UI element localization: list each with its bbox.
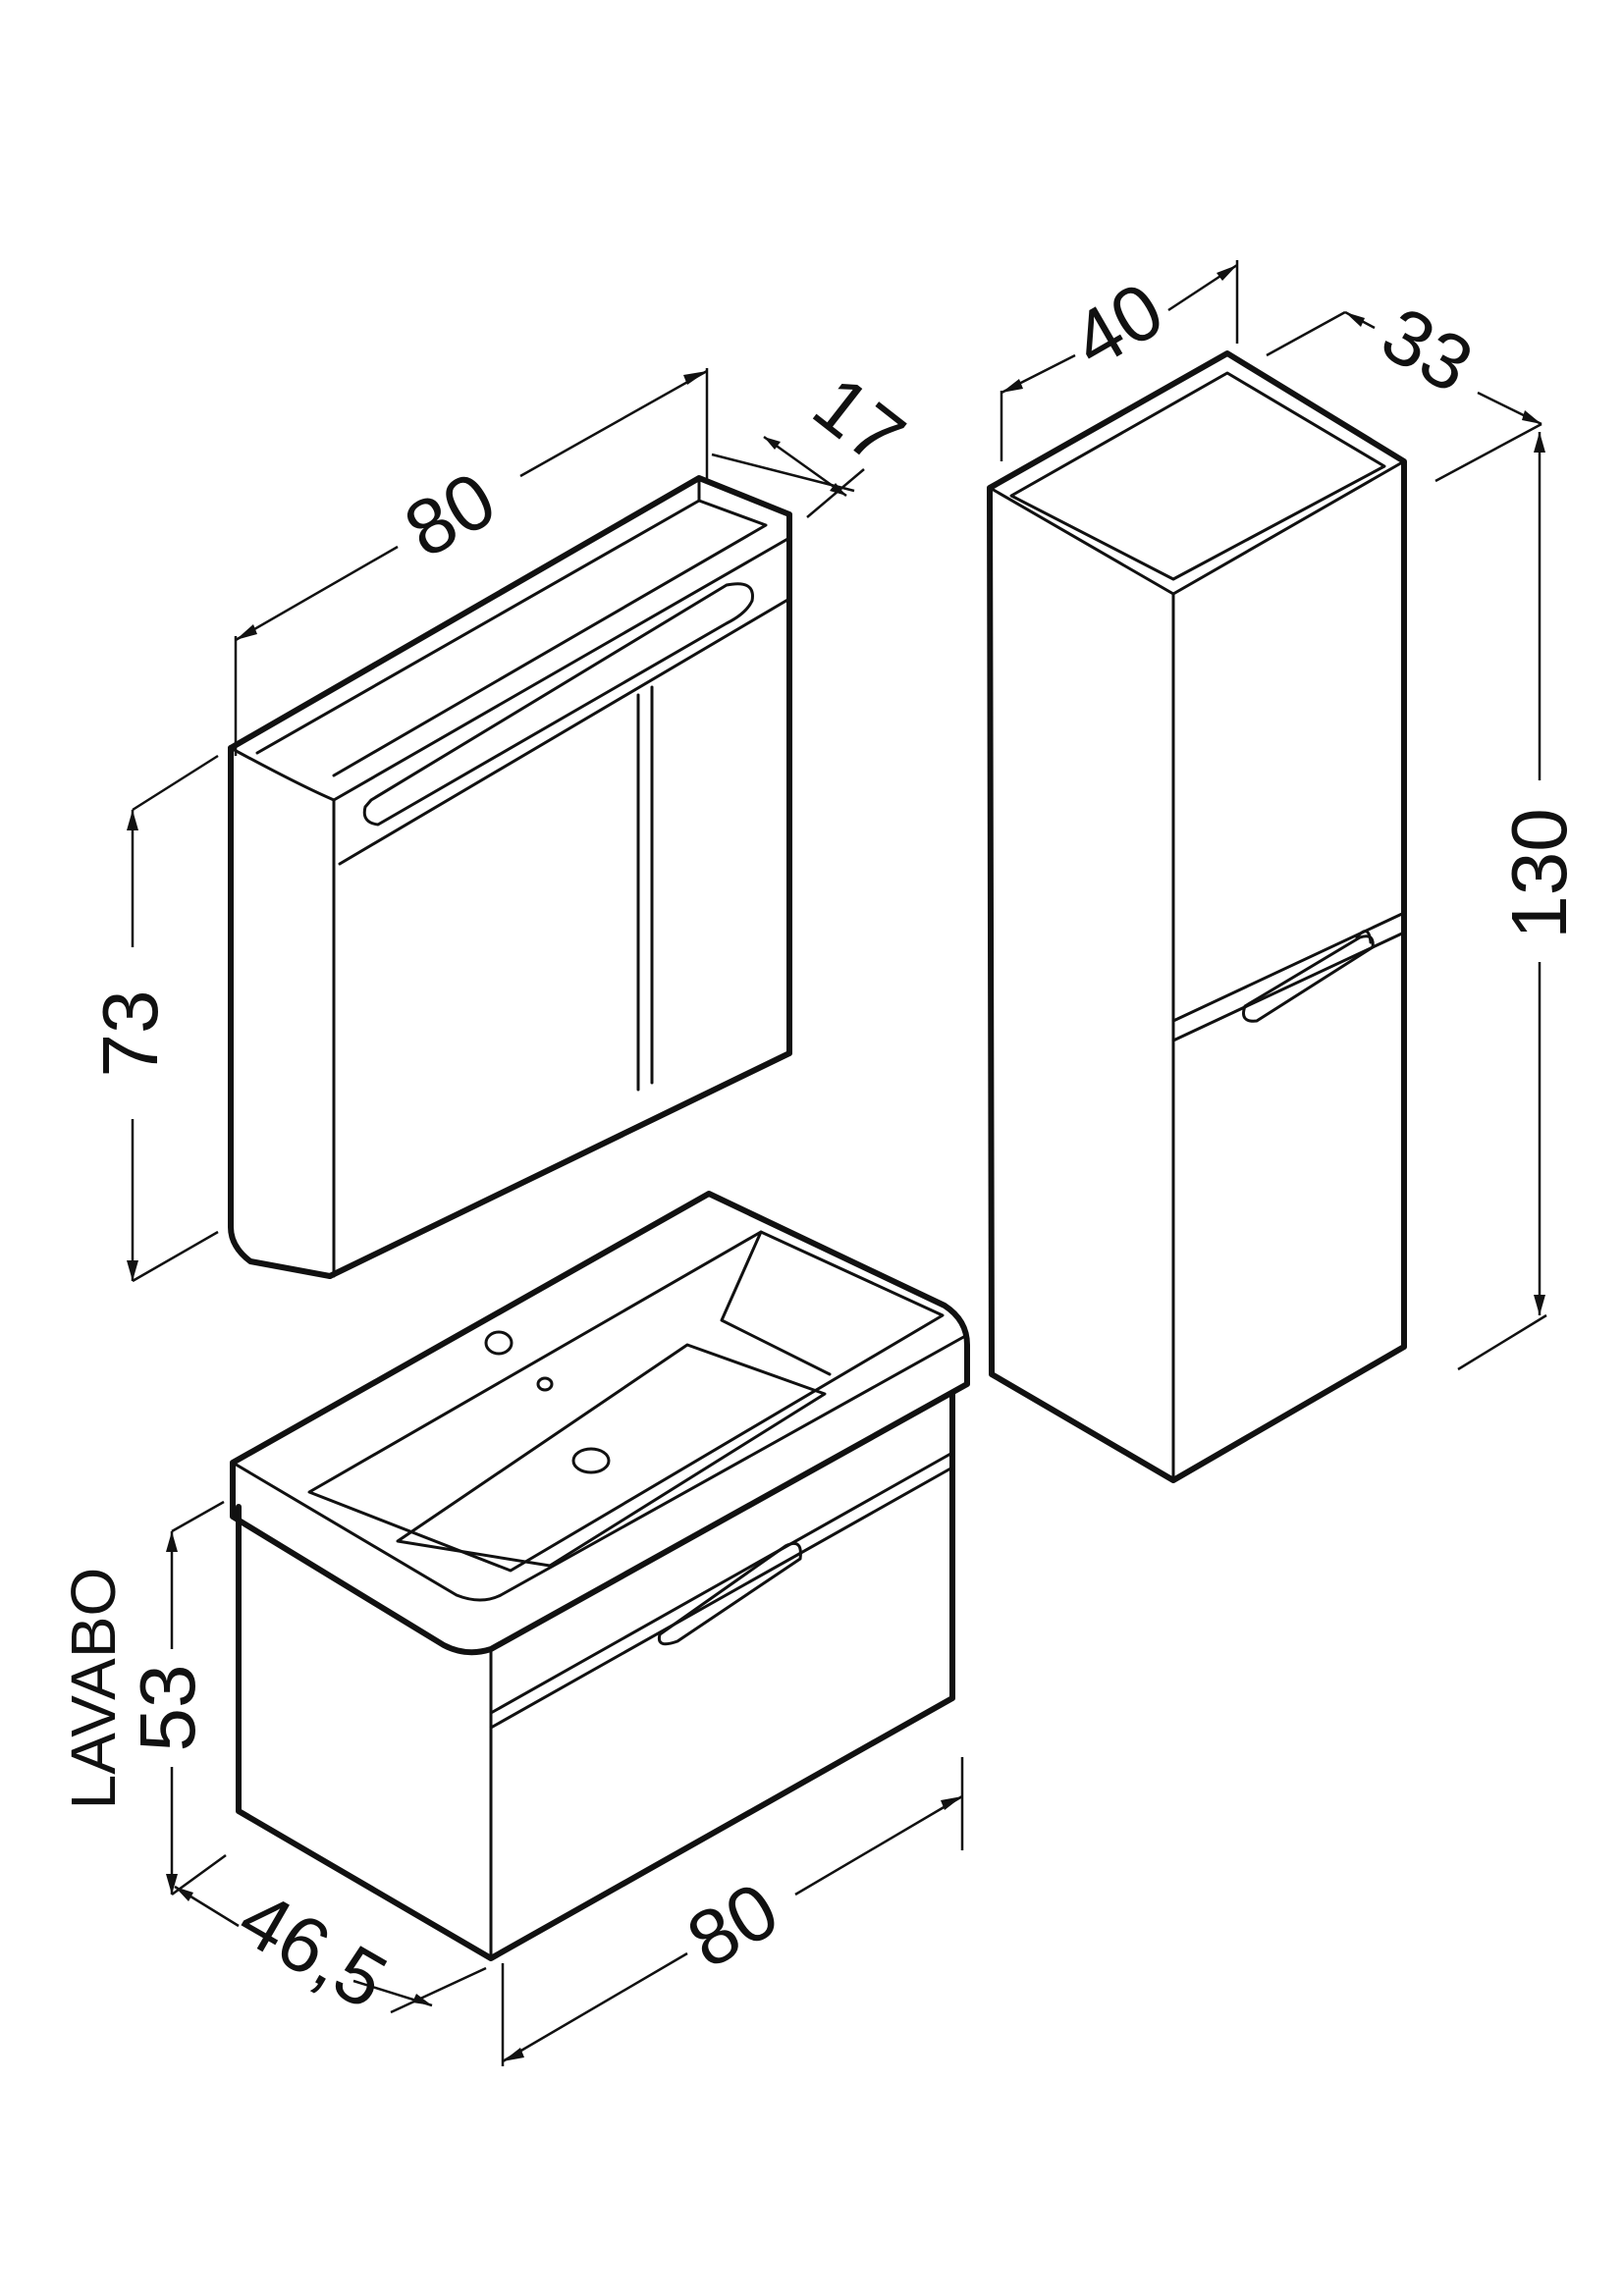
basin-name-label: LAVABO [58,1568,129,1810]
mirror-cabinet [228,475,792,1279]
basin-cabinet [230,1191,970,1961]
column-width-label: 40 [1057,265,1177,385]
tall-column [987,350,1407,1483]
mirror-height-label: 73 [86,990,174,1078]
basin-depth-label: 46,5 [225,1874,401,2026]
dimension-lines [127,260,1547,2066]
basin-width-label: 80 [673,1865,792,1985]
basin-height-label: 53 [124,1665,211,1752]
column-depth-label: 33 [1368,290,1488,409]
mirror-width-label: 80 [390,454,510,574]
mirror-depth-label: 17 [797,359,920,482]
column-height-label: 130 [1495,808,1583,938]
